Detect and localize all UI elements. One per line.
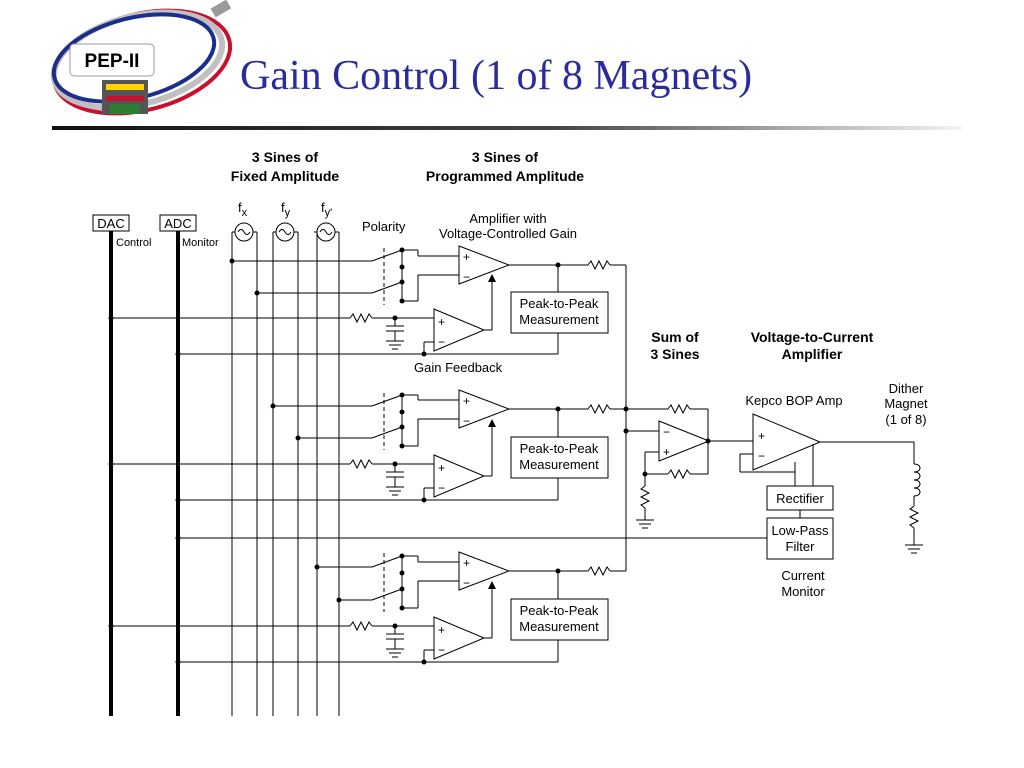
control-label: Control <box>116 237 151 249</box>
ch3-p2p-line1: Peak-to-Peak <box>520 603 599 618</box>
dither-line3: (1 of 8) <box>885 412 926 427</box>
header-fixed-line1: 3 Sines of <box>252 149 318 165</box>
header-prog-line1: 3 Sines of <box>472 149 538 165</box>
ch1-amp-plus: + <box>438 315 445 329</box>
dots-channel-1 <box>108 247 561 357</box>
header-programmed-amplitude: 3 Sines of Programmed Amplitude <box>426 149 584 184</box>
vca-label-line1: Amplifier with <box>469 211 546 226</box>
ch2-amp-minus: − <box>438 481 445 495</box>
ch1-p2p-line2: Measurement <box>519 312 599 327</box>
ch2-vca-minus: − <box>463 414 470 428</box>
vca-label-line2: Voltage-Controlled Gain <box>439 226 577 241</box>
channel-1 <box>111 245 626 355</box>
summing-amplifier <box>625 265 757 571</box>
kepco-label: Kepco BOP Amp <box>745 393 842 408</box>
dither-line1: Dither <box>889 381 924 396</box>
ch2-p2p-line1: Peak-to-Peak <box>520 441 599 456</box>
kepco-minus: − <box>758 449 765 463</box>
kepco-amplifier <box>178 413 914 560</box>
ch1-amp-minus: − <box>438 335 445 349</box>
ch3-vca-minus: − <box>463 576 470 590</box>
dots-channel-2 <box>108 392 561 503</box>
oscillator-fyp <box>316 222 336 242</box>
ch1-vca-minus: − <box>463 270 470 284</box>
dots-summing <box>623 406 711 477</box>
sum-label-line2: 3 Sines <box>650 346 699 362</box>
vtoc-label-line2: Amplifier <box>782 346 843 362</box>
ch1-vca-plus: + <box>463 250 470 264</box>
dots-channel-3 <box>108 553 561 665</box>
rectifier-label: Rectifier <box>776 491 824 506</box>
ch2-p2p-line2: Measurement <box>519 457 599 472</box>
vtoc-label-line1: Voltage-to-Current <box>751 329 874 345</box>
fyp-label: fy' <box>321 200 332 219</box>
logo-text: PEP-II <box>85 51 140 72</box>
current-monitor-line2: Monitor <box>781 584 825 599</box>
sum-amp-plus: + <box>663 445 670 459</box>
oscillator-fx <box>234 222 254 242</box>
dac-block: DAC <box>92 214 130 232</box>
sum-label-line1: Sum of <box>651 329 699 345</box>
gain-feedback-label: Gain Feedback <box>414 360 503 375</box>
slide-title: Gain Control (1 of 8 Magnets) <box>240 53 753 99</box>
channel-3 <box>111 551 626 663</box>
sum-amp-minus: − <box>663 425 670 439</box>
oscillator-fy <box>275 222 295 242</box>
ch3-amp-plus: + <box>438 623 445 637</box>
header-prog-line2: Programmed Amplitude <box>426 168 584 184</box>
lpf-line1: Low-Pass <box>771 523 829 538</box>
adc-label: ADC <box>164 216 191 231</box>
channel-2 <box>111 389 626 501</box>
ch3-p2p-line2: Measurement <box>519 619 599 634</box>
fy-label: fy <box>281 200 291 219</box>
adc-block: ADC <box>159 214 197 232</box>
kepco-plus: + <box>758 429 765 443</box>
polarity-label: Polarity <box>362 219 406 234</box>
ch2-amp-plus: + <box>438 461 445 475</box>
dither-line2: Magnet <box>884 396 928 411</box>
ch2-vca-plus: + <box>463 394 470 408</box>
fx-label: fx <box>238 200 248 219</box>
ch3-amp-minus: − <box>438 643 445 657</box>
dac-label: DAC <box>97 216 124 231</box>
sine-distribution-lines <box>231 231 340 716</box>
ch3-vca-plus: + <box>463 556 470 570</box>
dither-magnet <box>905 442 923 554</box>
current-monitor-line1: Current <box>781 568 825 583</box>
monitor-label: Monitor <box>182 237 219 249</box>
header-fixed-amplitude: 3 Sines of Fixed Amplitude <box>231 149 340 184</box>
ch1-p2p-line1: Peak-to-Peak <box>520 296 599 311</box>
monitor-junction <box>175 535 181 541</box>
pep-ii-logo: PEP-II <box>50 0 233 116</box>
lpf-line2: Filter <box>786 539 816 554</box>
header-fixed-line2: Fixed Amplitude <box>231 168 340 184</box>
title-rule <box>52 126 962 130</box>
